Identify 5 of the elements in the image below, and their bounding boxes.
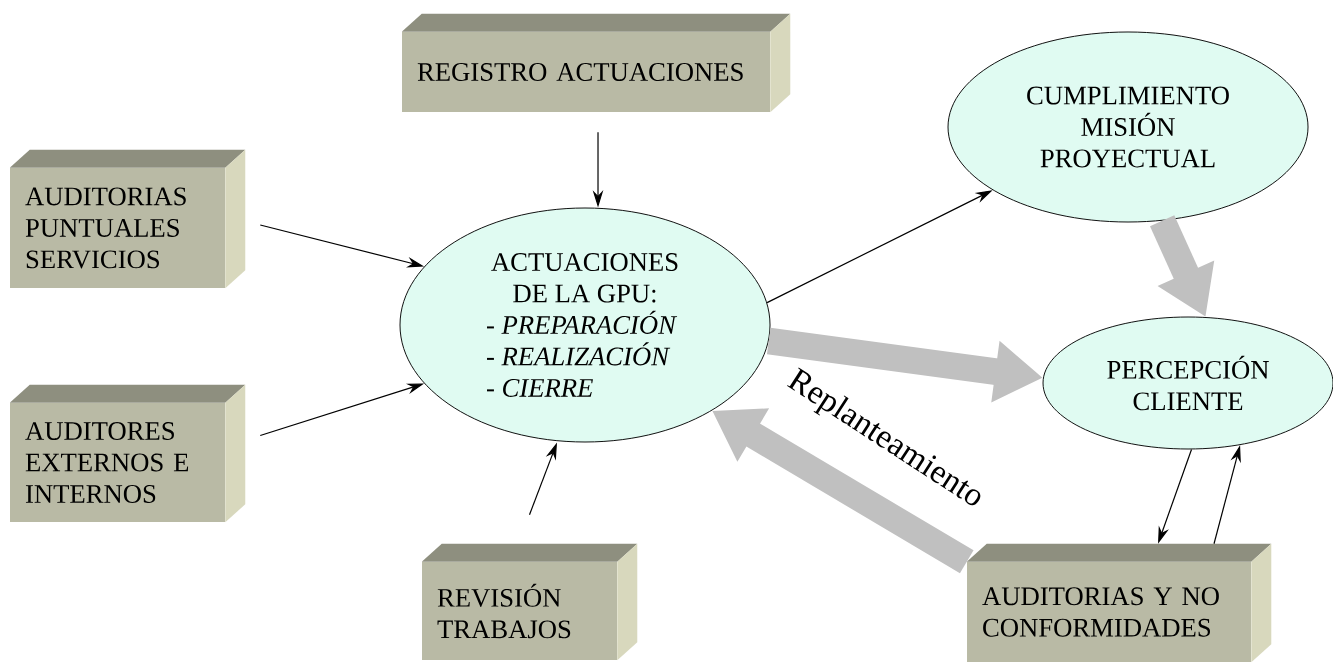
box-3d: AUDITORIAS Y NO CONFORMIDADES — [966, 543, 1272, 663]
box-3d: AUDITORIAS PUNTUALES SERVICIOS — [9, 149, 246, 289]
box-3d: AUDITORES EXTERNOS E INTERNOS — [9, 384, 246, 523]
box-3d: REVISIÓN TRABAJOS — [421, 543, 638, 661]
box-3d: REGISTRO ACTUACIONES — [401, 13, 791, 113]
